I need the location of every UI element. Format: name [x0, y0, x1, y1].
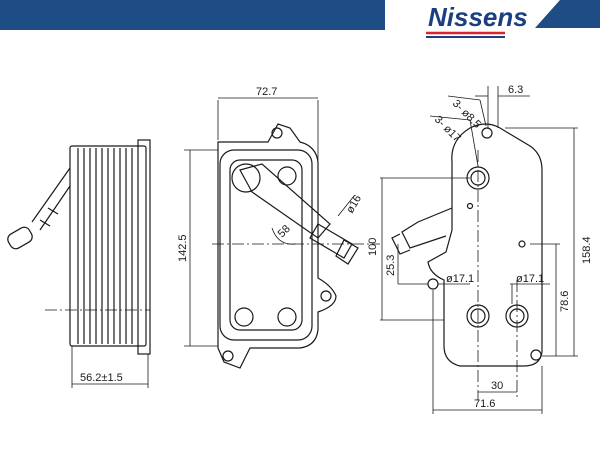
dim-back-holes-large: 3- ø17	[432, 114, 463, 145]
front-pipe-base	[231, 163, 261, 193]
dim-back-port-right: ø17.1	[516, 273, 544, 285]
ear-hole-top	[271, 127, 283, 139]
front-view	[184, 97, 380, 369]
front-pipe-end	[335, 239, 359, 265]
dim-front-width: 72.7	[256, 86, 277, 98]
dim-back-port-left: ø17.1	[446, 273, 474, 285]
side-view-base-plate	[137, 139, 151, 355]
front-port-bottom-left	[234, 307, 254, 327]
dim-back-width: 71.6	[474, 398, 495, 410]
dim-back-holes-small: 3- ø8.5	[450, 98, 483, 131]
brand-logo: Nissens	[426, 2, 528, 38]
header-bar-right	[535, 0, 600, 28]
dim-side-length: 56.2±1.5	[80, 372, 123, 384]
side-view-pipe-end	[7, 226, 33, 250]
front-port-bottom-right	[277, 307, 297, 327]
header-bar-left	[0, 0, 385, 30]
back-hole-bottom-right	[530, 349, 542, 361]
dim-back-top-offset: 6.3	[508, 84, 523, 96]
dim-back-total-height: 158.4	[581, 236, 593, 264]
ear-hole-right	[320, 290, 332, 302]
side-view-pipe	[31, 167, 71, 231]
ear-hole-bottom-left	[222, 350, 234, 362]
front-view-plate	[217, 123, 337, 369]
front-view-body	[219, 149, 313, 341]
dim-back-port-height: 78.6	[559, 291, 571, 312]
back-view	[380, 86, 578, 414]
brand-logo-text: Nissens	[428, 2, 528, 32]
back-view-pipe	[401, 207, 453, 249]
back-pipe-end	[391, 233, 411, 255]
front-port-top-right	[277, 166, 297, 186]
dim-back-height-1: 100	[367, 238, 379, 256]
dim-front-height: 142.5	[177, 234, 189, 262]
dim-front-pipe-angle: 58	[276, 223, 293, 240]
back-hole-left	[427, 278, 439, 290]
dim-front-pipe-dia: ø16	[344, 193, 364, 215]
side-view-body	[69, 145, 147, 347]
side-view	[7, 139, 151, 388]
dim-back-port-spacing: 30	[491, 380, 503, 392]
front-pipe	[239, 163, 331, 239]
back-view-body	[427, 123, 543, 367]
back-hole-top	[481, 127, 493, 139]
dim-back-height-2: 25.3	[385, 255, 397, 276]
